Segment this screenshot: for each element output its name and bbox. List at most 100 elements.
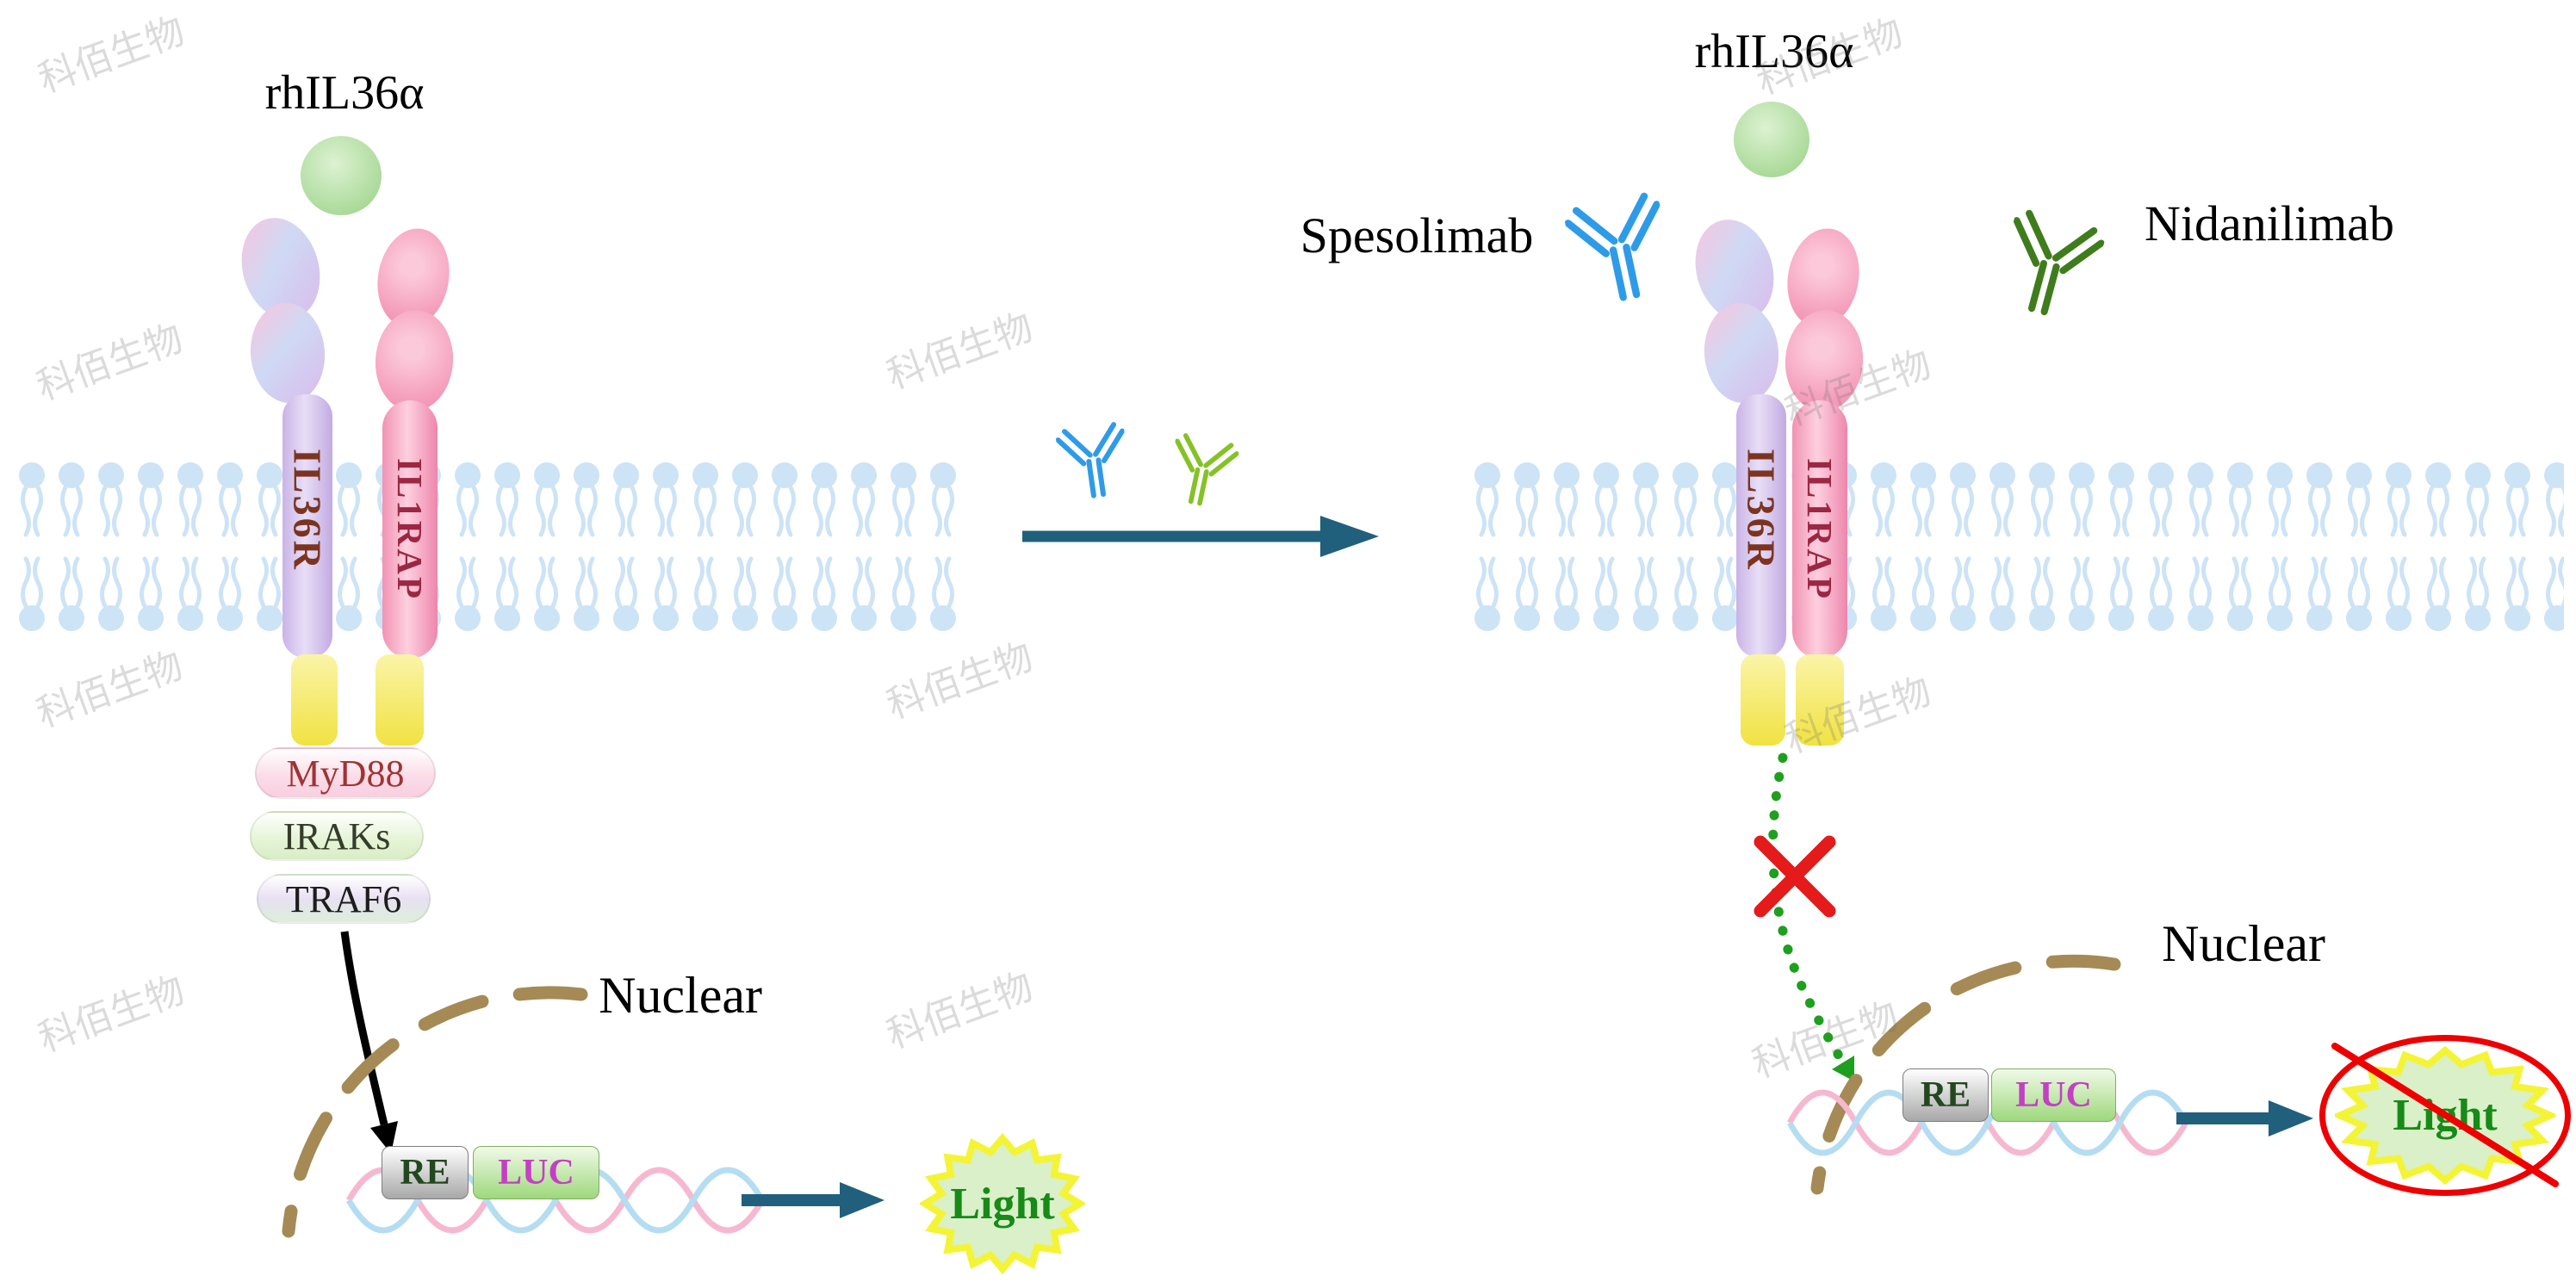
lipid-unit: [2465, 462, 2491, 631]
il36r-stalk: [282, 394, 332, 658]
watermark: 科佰生物: [33, 968, 190, 1062]
lipid-unit: [732, 462, 758, 631]
nucleus-label: Nuclear: [2162, 915, 2325, 972]
signal-box-myd88: MyD88: [255, 747, 436, 799]
il1rap-stalk: [1792, 400, 1847, 659]
lipid-unit: [2425, 462, 2451, 631]
lipid-unit: [891, 462, 916, 631]
lipid-unit: [455, 462, 481, 631]
lipid-unit: [2386, 462, 2412, 631]
lipid-unit: [1712, 462, 1738, 631]
lipid-unit: [19, 462, 45, 631]
watermark: 科佰生物: [881, 964, 1039, 1058]
lipid-unit: [2544, 462, 2564, 631]
lipid-unit: [1593, 462, 1619, 631]
lipid-unit: [574, 462, 599, 631]
il36r-stalk: [1736, 394, 1786, 658]
lipid-unit: [1474, 462, 1500, 631]
il36r-label: IL36R: [1739, 448, 1784, 572]
signal-box-iraks: IRAKs: [250, 811, 424, 861]
lipid-unit: [2267, 462, 2293, 631]
light-burst: Light: [920, 1133, 1085, 1274]
blocked-signal-arrow: [1768, 752, 1854, 1081]
lipid-unit: [613, 462, 639, 631]
lipid-unit: [138, 462, 164, 631]
lipid-unit: [930, 462, 956, 631]
lipid-unit: [1910, 462, 1936, 631]
lipid-unit: [1554, 462, 1580, 631]
lipid-unit: [2188, 462, 2213, 631]
lipid-unit: [1989, 462, 2015, 631]
nuclear-envelope-arc: [1810, 954, 2121, 1195]
lipid-unit: [98, 462, 124, 631]
output-arrow: [2176, 1100, 2313, 1136]
light-label: Light: [950, 1179, 1055, 1229]
watermark: 科佰生物: [31, 643, 189, 737]
dna-helix: [345, 1167, 766, 1234]
il1rap-stalk: [382, 400, 438, 659]
output-arrow: [742, 1182, 885, 1218]
lipid-unit: [336, 462, 362, 631]
lipid-unit: [2029, 462, 2055, 631]
lipid-unit: [1673, 462, 1698, 631]
lipid-unit: [2306, 462, 2332, 631]
lipid-unit: [257, 462, 282, 631]
antibody-green-icon: [1163, 429, 1241, 514]
signal-box-traf6: TRAF6: [257, 874, 431, 924]
lipid-unit: [177, 462, 203, 631]
watermark: 科佰生物: [881, 635, 1039, 728]
watermark: 科佰生物: [31, 316, 189, 410]
il1rap-label: IL1RAP: [390, 457, 430, 602]
il36r-label: IL36R: [285, 448, 330, 572]
nucleus-label: Nuclear: [599, 967, 762, 1024]
lipid-unit: [2148, 462, 2174, 631]
watermark: 科佰生物: [881, 305, 1039, 399]
lipid-unit: [2346, 462, 2372, 631]
ligand-label: rhIL36α: [264, 66, 425, 120]
re-box: RE: [1903, 1068, 1989, 1122]
intracellular-domain: [376, 654, 424, 746]
signal-arrow: [340, 931, 398, 1154]
lipid-unit: [1950, 462, 1976, 631]
lipid-unit: [811, 462, 837, 631]
lipid-unit: [217, 462, 243, 631]
ligand-label: rhIL36α: [1694, 25, 1854, 78]
lipid-unit: [59, 462, 84, 631]
intracellular-domain: [1741, 654, 1785, 746]
nidanilimab-label: Nidanilimab: [2145, 195, 2394, 251]
watermark: 科佰生物: [33, 9, 190, 102]
antibody-green-icon: [1989, 196, 2110, 335]
luc-box: LUC: [473, 1146, 599, 1199]
ligand-circle: [1734, 102, 1809, 177]
lipid-unit: [1514, 462, 1540, 631]
re-box: RE: [382, 1146, 469, 1199]
lipid-unit: [1871, 462, 1896, 631]
il36r-ecto-domain: [1701, 300, 1782, 406]
lipid-unit: [2069, 462, 2095, 631]
lipid-unit: [1633, 462, 1659, 631]
cell-membrane: [13, 461, 960, 633]
antibody-blue-icon: [1054, 419, 1133, 504]
blocked-x-icon: [1754, 835, 1836, 918]
lipid-unit: [653, 462, 679, 631]
lipid-unit: [494, 462, 520, 631]
il1rap-label: IL1RAP: [1800, 457, 1840, 602]
ligand-circle: [301, 136, 382, 215]
lipid-unit: [692, 462, 718, 631]
lipid-unit: [2227, 462, 2253, 631]
il36r-ecto-domain: [247, 300, 328, 406]
intracellular-domain: [1796, 654, 1844, 746]
antibody-blue-icon: [1561, 181, 1680, 319]
luc-box: LUC: [1991, 1068, 2116, 1122]
dna-helix: [1787, 1089, 2188, 1156]
nuclear-envelope-arc: [282, 986, 588, 1238]
transition-arrow: [1022, 516, 1379, 557]
spesolimab-label: Spesolimab: [1300, 207, 1534, 263]
lipid-unit: [772, 462, 798, 631]
il1rap-ecto-domain: [371, 307, 457, 414]
no-light-prohibition-ellipse: [2319, 1035, 2571, 1196]
lipid-unit: [851, 462, 877, 631]
lipid-unit: [2108, 462, 2134, 631]
watermark: 科佰生物: [1751, 10, 1909, 104]
